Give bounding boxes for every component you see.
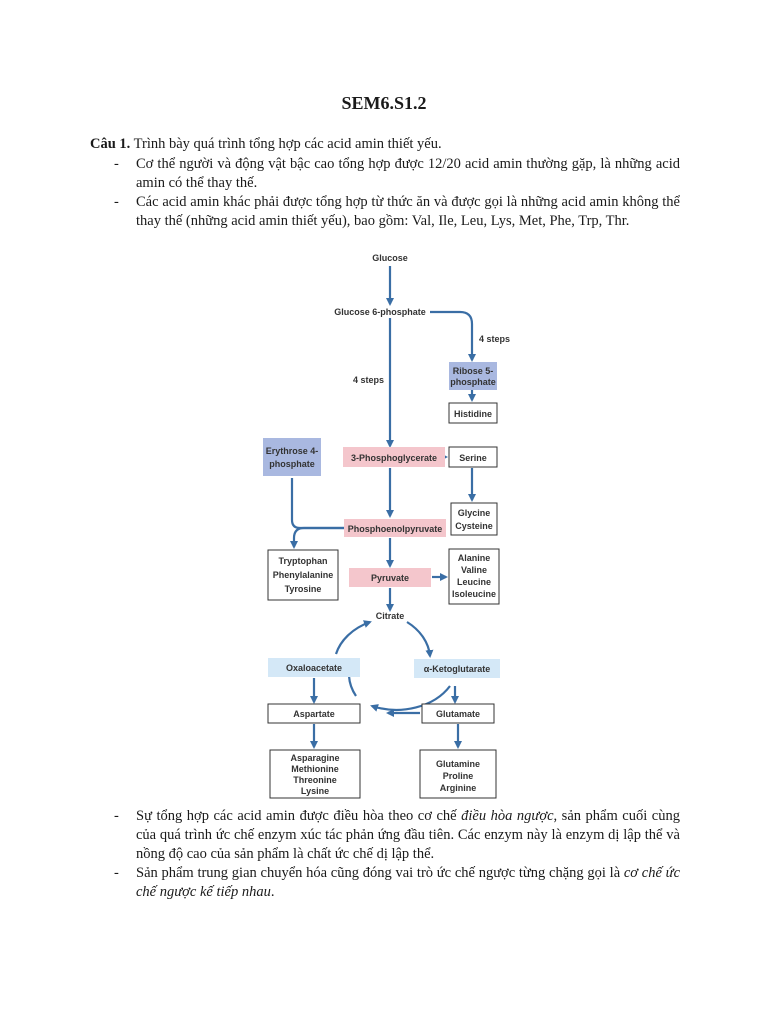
label-4-steps-right: 4 steps bbox=[479, 334, 510, 344]
erythrose-box bbox=[263, 438, 321, 476]
node-arginine: Arginine bbox=[440, 783, 477, 793]
node-valine: Valine bbox=[461, 565, 487, 575]
node-ribose-line2: phosphate bbox=[450, 377, 496, 387]
node-tryptophan: Tryptophan bbox=[279, 556, 328, 566]
glycine-cysteine-box bbox=[450, 502, 498, 536]
bullet-text: Cơ thể người và động vật bậc cao tổng hợ… bbox=[136, 156, 680, 191]
label-4-steps-left: 4 steps bbox=[353, 375, 384, 385]
aspartate-box bbox=[267, 703, 361, 724]
glutamate-box bbox=[421, 703, 495, 724]
node-alpha-ketoglutarate: α-Ketoglutarate bbox=[424, 664, 491, 674]
bullet-text-before: Sản phẩm trung gian chuyển hóa cũng đóng… bbox=[136, 865, 624, 881]
node-methionine: Methionine bbox=[291, 764, 339, 774]
node-oxaloacetate: Oxaloacetate bbox=[286, 663, 342, 673]
bullet-list-bottom: - Sự tổng hợp các acid amin được điều hò… bbox=[90, 807, 680, 902]
glutamate-family-box bbox=[419, 749, 497, 799]
node-glutamate: Glutamate bbox=[436, 709, 480, 719]
pg3-box bbox=[343, 447, 445, 467]
node-phosphoenolpyruvate: Phosphoenolpyruvate bbox=[348, 524, 443, 534]
node-phenylalanine: Phenylalanine bbox=[273, 570, 334, 580]
node-glucose: Glucose bbox=[372, 253, 408, 263]
question-text: Trình bày quá trình tổng hợp các acid am… bbox=[133, 136, 442, 152]
page-title: SEM6.S1.2 bbox=[341, 93, 427, 113]
node-glycine: Glycine bbox=[458, 508, 491, 518]
pep-box bbox=[344, 519, 446, 537]
node-lysine: Lysine bbox=[301, 786, 329, 796]
node-ribose-line1: Ribose 5- bbox=[453, 366, 494, 376]
bullet-text-italic: cơ chế ức chế ngược kế tiếp nhau bbox=[136, 865, 681, 900]
node-histidine: Histidine bbox=[454, 409, 492, 419]
node-tyrosine: Tyrosine bbox=[285, 584, 322, 594]
node-leucine: Leucine bbox=[457, 577, 491, 587]
list-item: - Các acid amin khác phải được tổng hợp … bbox=[90, 193, 680, 231]
list-item: - Sự tổng hợp các acid amin được điều hò… bbox=[90, 807, 680, 864]
branched-aa-box bbox=[448, 548, 500, 605]
bullet-list-top: - Cơ thể người và động vật bậc cao tổng … bbox=[90, 155, 680, 231]
bullet-text-before: Sự tổng hợp các acid amin được điều hòa … bbox=[136, 808, 462, 824]
node-asparagine: Asparagine bbox=[290, 753, 339, 763]
node-isoleucine: Isoleucine bbox=[452, 589, 496, 599]
bullet-dash: - bbox=[114, 865, 119, 881]
bullet-text-after: , sản phẩm cuối cùng của quá trình ức ch… bbox=[136, 808, 680, 862]
pathway-arrows bbox=[290, 266, 476, 749]
node-glutamine: Glutamine bbox=[436, 759, 480, 769]
node-erythrose-line1: Erythrose 4- bbox=[266, 446, 319, 456]
bullet-dash: - bbox=[114, 156, 119, 172]
node-proline: Proline bbox=[443, 771, 474, 781]
node-cysteine: Cysteine bbox=[455, 521, 493, 531]
serine-box bbox=[448, 446, 498, 468]
node-aspartate: Aspartate bbox=[293, 709, 335, 719]
bullet-dash: - bbox=[114, 194, 119, 210]
pyruvate-box bbox=[349, 568, 431, 587]
list-item: - Cơ thể người và động vật bậc cao tổng … bbox=[90, 155, 680, 193]
aspartate-family-box bbox=[269, 749, 361, 799]
bullet-text: Các acid amin khác phải được tổng hợp từ… bbox=[136, 194, 680, 229]
aromatic-aa-box bbox=[267, 549, 339, 601]
question-label: Câu 1. bbox=[90, 136, 131, 152]
node-pyruvate: Pyruvate bbox=[371, 573, 409, 583]
node-alanine: Alanine bbox=[458, 553, 491, 563]
bullet-text-italic: điều hòa ngược bbox=[461, 808, 554, 824]
bullet-text-after: . bbox=[270, 884, 275, 900]
bullet-dash: - bbox=[114, 808, 119, 824]
node-serine: Serine bbox=[459, 453, 487, 463]
node-erythrose-line2: phosphate bbox=[269, 459, 315, 469]
list-item: - Sản phẩm trung gian chuyển hóa cũng đó… bbox=[90, 864, 680, 902]
question-heading: Câu 1. Trình bày quá trình tổng hợp các … bbox=[90, 135, 680, 154]
ribose-box bbox=[449, 362, 497, 390]
oxaloacetate-box bbox=[268, 658, 360, 677]
node-threonine: Threonine bbox=[293, 775, 337, 785]
node-3-phosphoglycerate: 3-Phosphoglycerate bbox=[351, 453, 437, 463]
node-glucose-6-phosphate: Glucose 6-phosphate bbox=[334, 307, 426, 317]
histidine-box bbox=[448, 402, 498, 424]
ketoglutarate-box bbox=[414, 659, 500, 678]
node-citrate: Citrate bbox=[376, 611, 405, 621]
